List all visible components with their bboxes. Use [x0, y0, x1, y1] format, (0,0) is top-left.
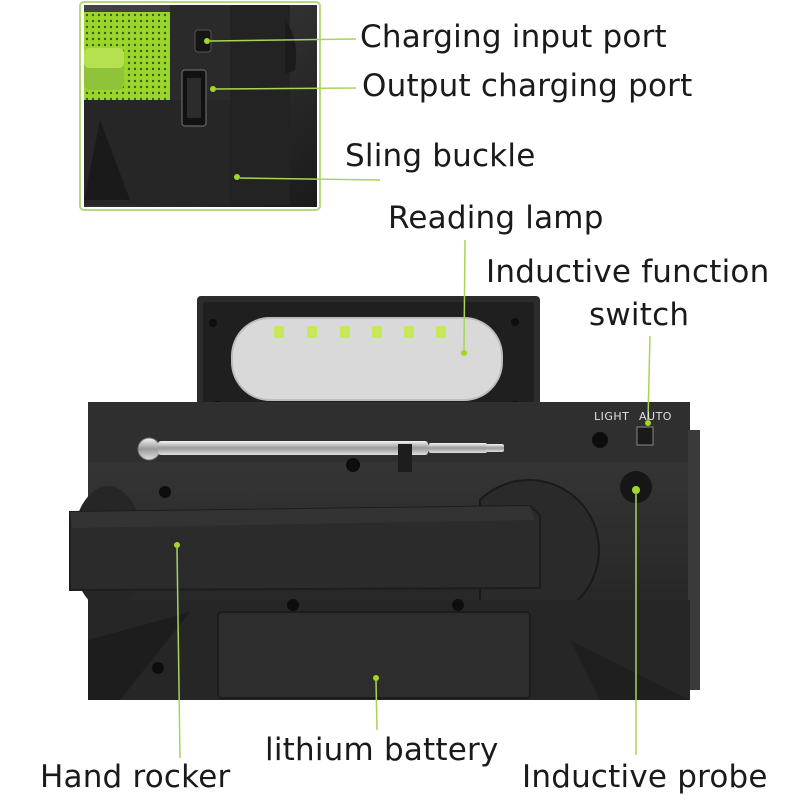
- callout-sling-buckle: Sling buckle: [345, 138, 536, 174]
- callout-inductive-function-switch-line2: switch: [589, 297, 690, 333]
- inset-closeup: [79, 1, 381, 211]
- callout-lithium-battery: lithium battery: [265, 732, 499, 768]
- battery-compartment: [217, 611, 531, 699]
- callout-hand-rocker: Hand rocker: [40, 759, 231, 795]
- light-marking: LIGHT: [594, 410, 630, 423]
- auto-marking: AUTO: [639, 410, 672, 423]
- antenna-icon: [137, 437, 504, 472]
- callout-output-charging-port: Output charging port: [362, 68, 693, 104]
- led-lamp-icon: [231, 317, 503, 401]
- callout-charging-input-port: Charging input port: [360, 19, 667, 55]
- radio-body: [69, 296, 700, 700]
- leader-lines: [174, 239, 651, 759]
- callout-inductive-probe: Inductive probe: [522, 759, 768, 795]
- light-auto-switch: [636, 426, 654, 446]
- callout-reading-lamp: Reading lamp: [388, 200, 604, 236]
- callout-inductive-function-switch: Inductive function: [486, 254, 770, 290]
